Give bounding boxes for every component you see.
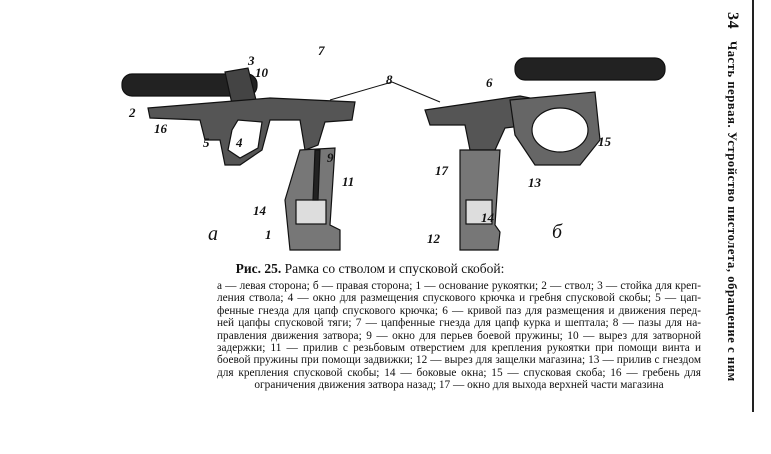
label-3: 3: [248, 53, 255, 68]
label-15: 15: [598, 134, 611, 149]
label-11: 11: [342, 174, 355, 189]
figure-pistol-frame: 3 10 7 8 2 16 5 4 9 11 14 1 а 6 17 14 12…: [121, 43, 666, 251]
figure-number: Рис. 25.: [235, 261, 282, 276]
header-rule: [752, 0, 754, 412]
label-1: 1: [265, 227, 272, 242]
label-17: 17: [435, 163, 448, 178]
barrel-left: [121, 73, 258, 97]
label-7: 7: [318, 43, 325, 58]
caption-line: правления движения затвора; 9 — окно для…: [217, 329, 701, 342]
page-number: 34: [724, 12, 741, 30]
caption-line: а — левая сторона; б — правая сторона; 1…: [217, 280, 701, 292]
figure-title-text: Рамка со стволом и спусковой скобой:: [284, 261, 505, 276]
label-5: 5: [203, 135, 210, 150]
running-header: 34 Часть первая. Устройство пистолета, о…: [723, 12, 741, 382]
view-b-label: б: [552, 221, 563, 243]
label-16: 16: [154, 121, 167, 136]
frame-drawing: [121, 57, 666, 251]
label-9: 9: [327, 150, 334, 165]
running-header-text: Часть первая. Устройство пистолета, обра…: [725, 40, 739, 382]
barrel-post: [224, 67, 257, 105]
figure-caption: а — левая сторона; б — правая сторона; 1…: [217, 280, 701, 392]
label-2: 2: [129, 105, 136, 120]
label-8: 8: [386, 72, 393, 87]
caption-line: ления ствола; 4 — окно для размещения сп…: [217, 292, 701, 305]
caption-line: боевой пружины при помощи задвижки; 12 —…: [217, 354, 701, 367]
label-6: 6: [486, 75, 493, 90]
caption-line: задержки; 11 — прилив с резьбовым отверс…: [217, 341, 701, 354]
barrel-right: [514, 57, 666, 81]
figure-title: Рис. 25. Рамка со стволом и спусковой ск…: [0, 261, 720, 277]
view-a-label: а: [208, 223, 218, 245]
label-10: 10: [255, 65, 268, 80]
caption-line: для крепления спусковой скобы; 14 — боко…: [217, 366, 701, 379]
caption-line: ограничения движения затвора назад; 17 —…: [254, 379, 664, 392]
caption-line: фенные гнезда для цапф спускового крючка…: [217, 304, 701, 317]
label-13: 13: [528, 175, 541, 190]
label-14-left: 14: [253, 203, 266, 218]
label-12: 12: [427, 231, 440, 246]
label-4: 4: [236, 135, 243, 150]
label-14-right: 14: [481, 210, 494, 225]
caption-line: ней цапфы спусковой тяги; 7 — цапфенные …: [217, 317, 701, 330]
